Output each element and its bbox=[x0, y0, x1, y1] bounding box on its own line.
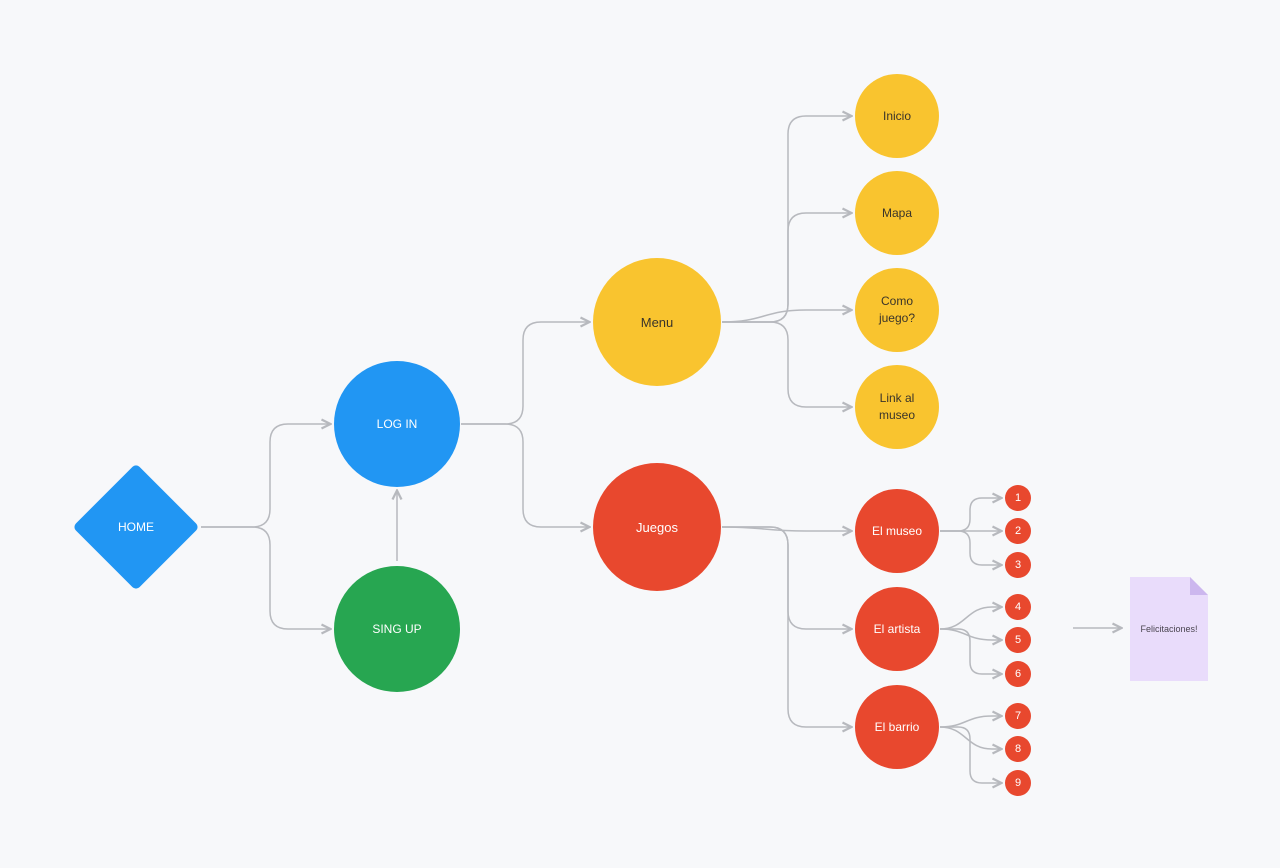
connector-menu-como bbox=[721, 310, 850, 323]
node-como-juego-label: Como juego? bbox=[878, 294, 916, 325]
node-step-5: 5 bbox=[1005, 627, 1031, 653]
connector-museo-1 bbox=[940, 498, 1000, 532]
node-step-9: 9 bbox=[1005, 770, 1031, 796]
node-menu-label: Menu bbox=[640, 314, 674, 330]
node-step-9-label: 9 bbox=[1014, 777, 1022, 789]
connector-artista-4 bbox=[939, 607, 1000, 630]
connector-login-juegos bbox=[461, 423, 588, 527]
connector-barrio-7 bbox=[939, 716, 1000, 728]
node-el-barrio: El barrio bbox=[855, 685, 939, 769]
node-inicio: Inicio bbox=[855, 74, 939, 158]
connector-juegos-barrio bbox=[722, 526, 850, 727]
connector-home-login bbox=[201, 424, 329, 528]
node-step-3-label: 3 bbox=[1014, 559, 1022, 571]
node-menu: Menu bbox=[593, 258, 721, 386]
node-step-3: 3 bbox=[1005, 552, 1031, 578]
connector-login-menu bbox=[461, 322, 588, 425]
node-mapa: Mapa bbox=[855, 171, 939, 255]
node-step-8-label: 8 bbox=[1014, 743, 1022, 755]
node-signup-label: SING UP bbox=[372, 622, 422, 636]
node-felicitaciones-document: Felicitaciones! bbox=[1130, 577, 1208, 681]
node-el-barrio-label: El barrio bbox=[874, 719, 920, 734]
node-el-museo: El museo bbox=[855, 489, 939, 573]
node-login: LOG IN bbox=[334, 361, 460, 487]
node-step-2-label: 2 bbox=[1014, 525, 1022, 537]
node-step-1: 1 bbox=[1005, 485, 1031, 511]
node-el-museo-label: El museo bbox=[871, 523, 923, 538]
node-step-6: 6 bbox=[1005, 661, 1031, 687]
connector-barrio-8 bbox=[939, 726, 1000, 749]
node-step-7: 7 bbox=[1005, 703, 1031, 729]
node-login-label: LOG IN bbox=[376, 417, 418, 431]
node-juegos-label: Juegos bbox=[636, 519, 678, 535]
node-inicio-label: Inicio bbox=[882, 108, 911, 123]
node-step-7-label: 7 bbox=[1014, 710, 1022, 722]
node-step-8: 8 bbox=[1005, 736, 1031, 762]
node-step-6-label: 6 bbox=[1014, 668, 1022, 680]
connector-juegos-artista bbox=[722, 526, 850, 629]
node-home-label: HOME bbox=[118, 520, 154, 534]
node-step-5-label: 5 bbox=[1014, 634, 1022, 646]
connector-menu-inicio bbox=[722, 116, 850, 323]
node-signup: SING UP bbox=[334, 566, 460, 692]
node-link-al-museo: Link al museo bbox=[855, 365, 939, 449]
connector-home-signup bbox=[201, 526, 329, 629]
node-el-artista: El artista bbox=[855, 587, 939, 671]
connector-menu-linkal bbox=[722, 321, 850, 407]
node-mapa-label: Mapa bbox=[881, 205, 913, 220]
node-step-1-label: 1 bbox=[1014, 492, 1022, 504]
node-juegos: Juegos bbox=[593, 463, 721, 591]
connector-artista-6 bbox=[940, 628, 1000, 674]
node-link-al-museo-label: Link al museo bbox=[878, 391, 916, 422]
node-el-artista-label: El artista bbox=[873, 621, 921, 636]
node-step-4-label: 4 bbox=[1014, 601, 1022, 613]
connector-barrio-9 bbox=[940, 726, 1000, 783]
connector-menu-mapa bbox=[722, 213, 850, 323]
connector-museo-3 bbox=[940, 530, 1000, 565]
node-felicitaciones-label: Felicitaciones! bbox=[1140, 624, 1198, 634]
node-step-4: 4 bbox=[1005, 594, 1031, 620]
node-home: HOME bbox=[72, 463, 200, 591]
node-como-juego: Como juego? bbox=[855, 268, 939, 352]
node-step-2: 2 bbox=[1005, 518, 1031, 544]
